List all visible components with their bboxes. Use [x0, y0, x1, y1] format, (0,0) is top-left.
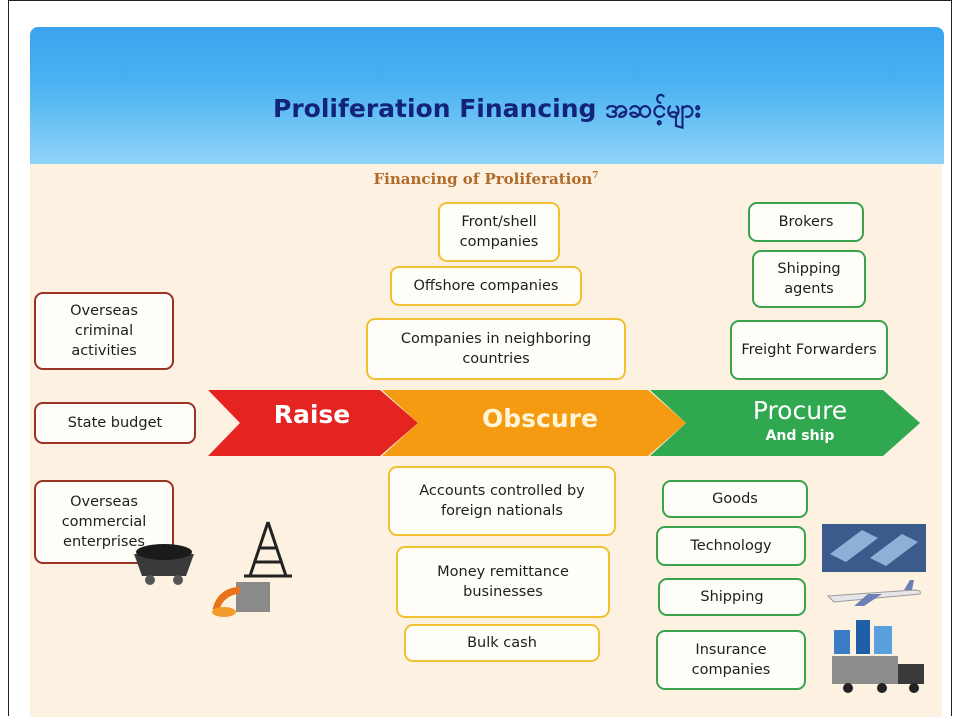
airplane-icon: [826, 580, 921, 606]
molten-metal-icon: [212, 582, 270, 617]
procure-item-box: Shipping: [658, 578, 806, 616]
title-banner: Proliferation Financing အဆင့်များ: [30, 27, 944, 164]
procure-item-box: Insurance companies: [656, 630, 806, 690]
obscure-arrow: [382, 390, 686, 456]
procure-agent-box: Brokers: [748, 202, 864, 242]
diagram-panel: Financing of Proliferation7 Raise Obscur…: [30, 164, 942, 717]
obscure-channel-box: Bulk cash: [404, 624, 600, 662]
procure-item-box: Technology: [656, 526, 806, 566]
procure-agent-box: Freight Forwarders: [730, 320, 888, 380]
obscure-label: Obscure: [482, 404, 598, 433]
procure-sublabel: And ship: [765, 428, 835, 444]
solar-panels-icon: [822, 524, 926, 572]
obscure-channel-box: Companies in neighboring countries: [366, 318, 626, 380]
procure-label: Procure: [752, 396, 848, 425]
obscure-channel-box: Front/shell companies: [438, 202, 560, 262]
port-cranes-icon: [834, 620, 892, 654]
oil-derrick-icon: [244, 521, 292, 578]
coal-cart-icon: [134, 544, 194, 585]
obscure-channel-box: Accounts controlled by foreign nationals: [388, 466, 616, 536]
raise-arrow: [208, 390, 418, 456]
raise-label: Raise: [273, 400, 351, 429]
flow-arrows: [208, 390, 920, 456]
raise-source-box: Overseas criminal activities: [34, 292, 174, 370]
slide-frame: [8, 0, 952, 716]
raise-source-box: Overseas commercial enterprises: [34, 480, 174, 564]
obscure-channel-box: Money remittance businesses: [396, 546, 610, 618]
obscure-channel-box: Offshore companies: [390, 266, 582, 306]
raise-source-box: State budget: [34, 402, 196, 444]
figure-subtitle: Financing of Proliferation7: [30, 170, 942, 188]
procure-item-box: Goods: [662, 480, 808, 518]
figure-subtitle-text: Financing of Proliferation: [373, 170, 593, 188]
slide-title: Proliferation Financing အဆင့်များ: [273, 94, 701, 123]
procure-arrow: [650, 390, 920, 456]
footnote-marker: 7: [592, 171, 599, 181]
truck-icon: [832, 656, 924, 693]
procure-agent-box: Shipping agents: [752, 250, 866, 308]
